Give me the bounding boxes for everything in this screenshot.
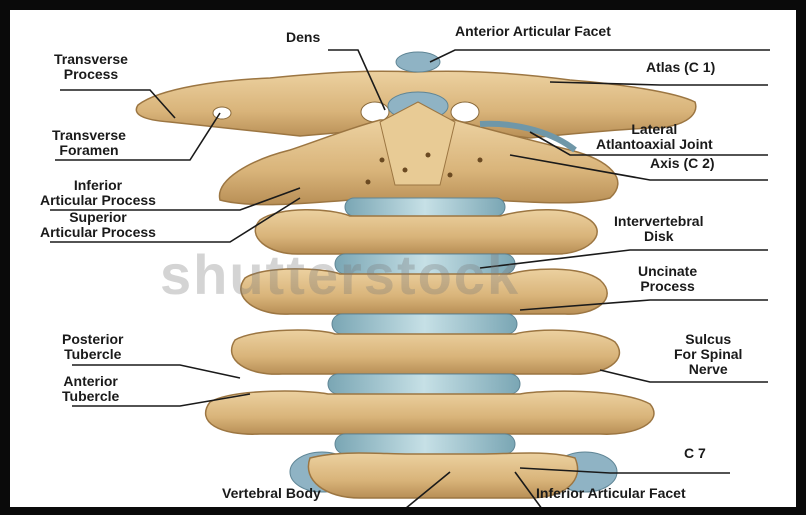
label-axis: Axis (C 2) bbox=[650, 156, 715, 171]
disk-c4-c5 bbox=[332, 314, 517, 334]
label-superior-articular-process: Superior Articular Process bbox=[40, 210, 156, 240]
vertebra-c5 bbox=[232, 330, 620, 374]
label-lateral-atlantoaxial-joint: Lateral Atlantoaxial Joint bbox=[596, 122, 713, 152]
label-transverse-process: Transverse Process bbox=[54, 52, 128, 82]
label-inferior-articular-process: Inferior Articular Process bbox=[40, 178, 156, 208]
transverse-foramen-hole bbox=[213, 107, 231, 119]
vertebra-c6 bbox=[206, 391, 654, 434]
disk-c6-c7 bbox=[335, 434, 515, 454]
label-dens: Dens bbox=[286, 30, 320, 45]
watermark-text: shutterstock bbox=[160, 242, 520, 307]
label-transverse-foramen: Transverse Foramen bbox=[52, 128, 126, 158]
disk-c2-c3 bbox=[345, 198, 505, 216]
label-uncinate-process: Uncinate Process bbox=[638, 264, 697, 294]
label-intervertebral-disk: Intervertebral Disk bbox=[614, 214, 703, 244]
label-anterior-articular-facet: Anterior Articular Facet bbox=[455, 24, 611, 39]
label-anterior-tubercle: Anterior Tubercle bbox=[62, 374, 119, 404]
label-posterior-tubercle: Posterior Tubercle bbox=[62, 332, 123, 362]
label-sulcus-for-spinal-nerve: Sulcus For Spinal Nerve bbox=[674, 332, 742, 377]
label-c7: C 7 bbox=[684, 446, 706, 461]
anterior-articular-facet-shape bbox=[396, 52, 440, 72]
label-atlas: Atlas (C 1) bbox=[646, 60, 715, 75]
label-vertebral-body: Vertebral Body bbox=[222, 486, 321, 501]
disk-c5-c6 bbox=[328, 374, 520, 394]
label-inferior-articular-facet: Inferior Articular Facet bbox=[536, 486, 686, 501]
